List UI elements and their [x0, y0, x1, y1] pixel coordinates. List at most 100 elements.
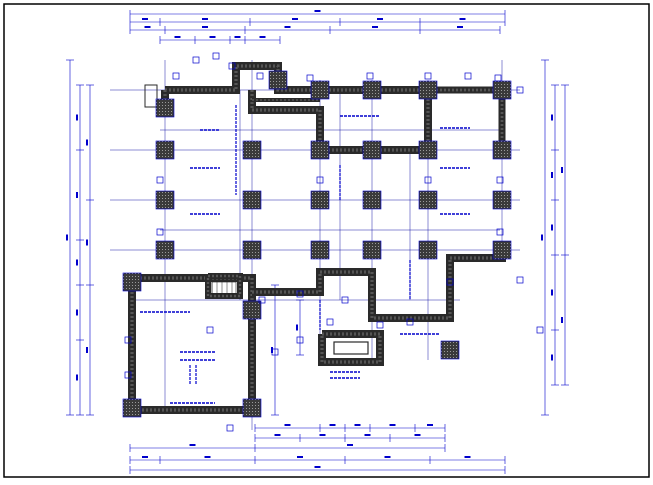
sheet-border [3, 3, 650, 478]
pit-opening [333, 341, 369, 355]
grid-marker [516, 86, 524, 94]
top-dimension-chain-1-mark [142, 18, 148, 20]
column-footing [362, 140, 382, 160]
column-footing [418, 80, 438, 100]
grid-marker [156, 176, 164, 184]
stair-foundation-core [206, 274, 242, 298]
right-dimension-chain-1-mark [551, 289, 553, 296]
column-footing [268, 70, 288, 90]
grid-marker [341, 296, 349, 304]
south-wall-step-core [252, 250, 504, 320]
top-dimension-chain-3-mark [234, 36, 241, 38]
grid-marker [256, 72, 264, 80]
top-dimension-chain-2-mark [372, 26, 378, 28]
dimension-lines [66, 10, 569, 474]
top-dimension-chain-2-mark [457, 26, 463, 28]
top-dimension-chain-1-mark [202, 18, 208, 20]
left-dimension-chain-1-mark [76, 309, 78, 316]
column-footing [310, 190, 330, 210]
column-footing [418, 240, 438, 260]
grid-marker [306, 74, 314, 82]
column-footing [310, 80, 330, 100]
column-footing [418, 190, 438, 210]
grid-marker [326, 318, 334, 326]
bottom-dimension-chain-4-mark [354, 424, 361, 426]
bottom-dimension-chain-4-mark [284, 424, 291, 426]
right-dimension-chain-1-mark [551, 224, 553, 231]
grid-marker [192, 56, 200, 64]
right-dimension-chain-1-mark [551, 354, 553, 361]
grid-marker [376, 321, 384, 329]
bottom-dimension-chain-3-mark [319, 434, 326, 436]
column-footing [362, 80, 382, 100]
grid-marker [516, 276, 524, 284]
bottom-dimension-chain-1-mark [464, 456, 471, 458]
column-footing [122, 398, 142, 418]
left-dimension-chain-2-mark [86, 239, 88, 246]
bottom-dimension-chain-1-mark [384, 456, 391, 458]
bottom-dimension-chain-3-mark [414, 434, 421, 436]
plan-details [140, 105, 470, 404]
top-wall-north-core [165, 64, 430, 150]
column-footing [362, 240, 382, 260]
right-dimension-chain-2-mark [561, 167, 563, 173]
column-footing [242, 300, 262, 320]
column-footings [122, 52, 544, 432]
grid-marker [296, 290, 304, 298]
top-dimension-chain-1-mark [292, 18, 298, 20]
column-footing [492, 80, 512, 100]
top-dimension-chain-2-mark [284, 26, 291, 28]
column-footing [122, 272, 142, 292]
grid-marker [446, 278, 454, 286]
grid-marker [258, 296, 266, 304]
left-dimension-chain-1-mark [76, 114, 78, 121]
right-dimension-chain-2-mark [561, 317, 563, 323]
bottom-dimension-chain-4-mark [427, 424, 433, 426]
column-footing [242, 140, 262, 160]
grid-marker [296, 336, 304, 344]
top-dimension-chain-1-mark [377, 18, 383, 20]
grid-marker [124, 336, 132, 344]
bottom-dimension-chain-3-mark [364, 434, 371, 436]
grid-marker [496, 228, 504, 236]
column-footing [418, 140, 438, 160]
grid-marker [271, 348, 279, 356]
grid-marker [206, 326, 214, 334]
top-overall-dimension-mark [314, 10, 321, 12]
grid-marker [226, 424, 234, 432]
column-footing [242, 398, 262, 418]
left-dimension-chain-2-mark [86, 347, 88, 353]
column-footing [362, 190, 382, 210]
grid-marker [496, 176, 504, 184]
bottom-dimension-chain-1-mark [204, 456, 211, 458]
bottom-dimension-chain-1-mark [142, 456, 148, 458]
grid-marker [366, 72, 374, 80]
top-dimension-chain-2-mark [202, 26, 208, 28]
column-footing [242, 190, 262, 210]
column-footing [155, 140, 175, 160]
grid-marker [172, 72, 180, 80]
column-footing [440, 340, 460, 360]
inner-dimension-chain-2-mark [296, 324, 298, 331]
grid-marker [156, 228, 164, 236]
left-overall-dimension-mark [66, 234, 68, 241]
bottom-dimension-chain-4-mark [389, 424, 396, 426]
grid-marker [406, 318, 414, 326]
right-dimension-chain-1-mark [551, 114, 553, 121]
grid-marker [424, 72, 432, 80]
bottom-dimension-chain-4-mark [329, 424, 336, 426]
column-footing [492, 240, 512, 260]
grid-marker [228, 62, 236, 70]
right-dimension-chain-1-mark [551, 172, 553, 178]
grid-marker [424, 176, 432, 184]
top-dimension-chain-3-mark [209, 36, 216, 38]
column-footing [242, 240, 262, 260]
column-footing [492, 140, 512, 160]
inner-wall-step-core [250, 90, 428, 152]
grid-marker [316, 176, 324, 184]
right-overall-dimension-mark [541, 234, 543, 241]
bottom-dimension-chain-1-mark [297, 456, 303, 458]
column-footing [155, 190, 175, 210]
